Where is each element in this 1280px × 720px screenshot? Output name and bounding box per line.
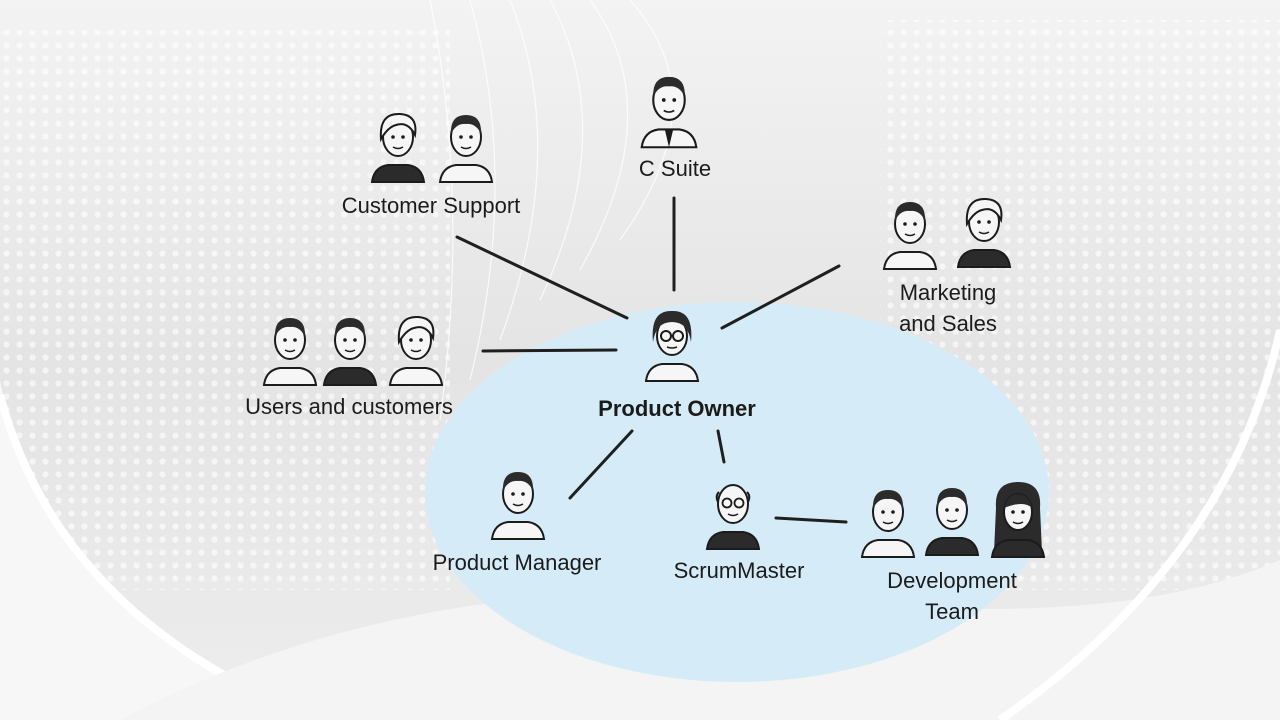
label-c-suite: C Suite [638,156,712,181]
figure-users-3 [388,315,444,386]
connector-product-manager [568,429,634,500]
figure-dev-3 [990,482,1046,558]
label-customer-support: Customer Support [341,193,521,218]
figure-customer-support-1 [370,112,426,183]
background-swoosh-right-arc [997,329,1280,720]
figure-users-1 [262,318,318,386]
label-marketing-sales-line1: Marketing [899,280,997,305]
person-icon [924,488,980,556]
connector-customer-support [455,235,629,320]
connector-scrum-master [716,429,726,464]
label-marketing-sales: Marketing and Sales [899,277,997,339]
person-icon [490,472,546,540]
label-scrum-master: ScrumMaster [673,558,805,583]
figure-marketing-1 [882,202,938,270]
label-marketing-sales-line2: and Sales [899,311,997,336]
connectors [455,196,848,524]
label-development-team: Development Team [887,565,1017,627]
person-icon [640,76,698,149]
figure-marketing-2 [956,197,1012,268]
figure-customer-support-2 [438,115,494,183]
label-product-manager: Product Manager [432,550,602,575]
label-development-team-line2: Team [925,599,979,624]
person-icon [322,318,378,386]
figure-dev-1 [860,490,916,558]
figure-c-suite [640,76,698,149]
label-product-owner: Product Owner [598,396,756,421]
figure-dev-2 [924,488,980,556]
label-development-team-line1: Development [887,568,1017,593]
person-icon [262,318,318,386]
background-swoosh-left [0,380,300,720]
connector-users-customers [481,348,618,353]
figure-product-manager [490,472,546,540]
person-icon [956,197,1012,268]
person-icon [990,482,1046,558]
person-icon [644,310,700,382]
person-icon [705,484,761,550]
person-icon [370,112,426,183]
person-icon [882,202,938,270]
person-icon [860,490,916,558]
figure-scrum-master [705,484,761,550]
connector-development-team [774,516,848,524]
figure-users-2 [322,318,378,386]
person-icon [388,315,444,386]
dot-pattern-left [0,30,450,590]
figure-product-owner [644,310,700,382]
connector-marketing-sales [720,264,841,330]
person-icon [438,115,494,183]
label-users-customers: Users and customers [245,394,453,419]
